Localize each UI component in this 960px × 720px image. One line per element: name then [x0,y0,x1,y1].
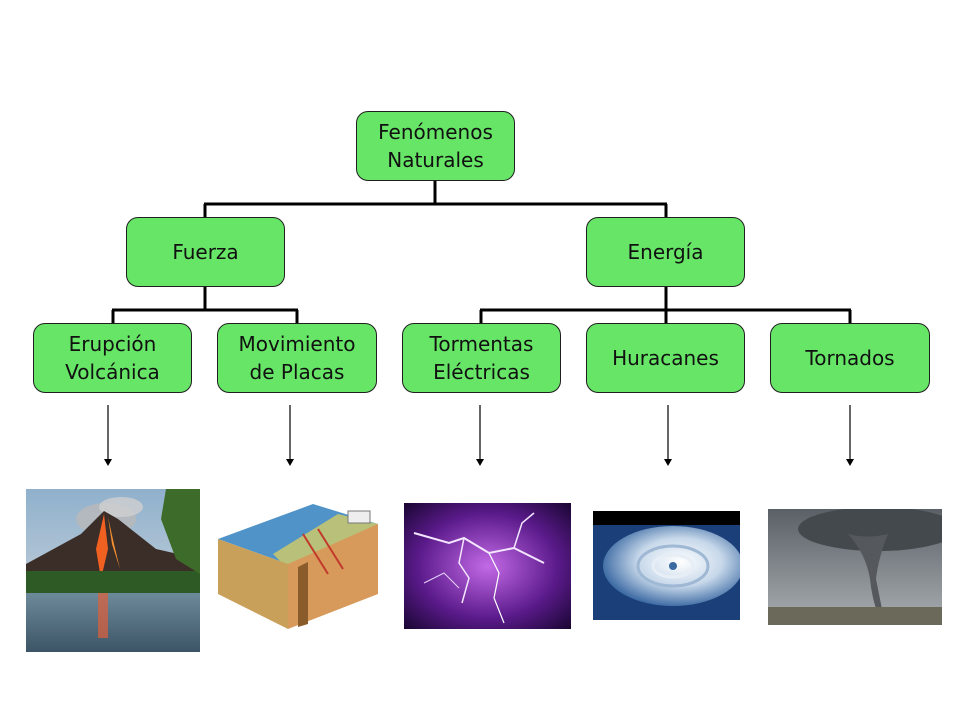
volcano-image [26,489,200,652]
node-label: Fuerza [172,240,239,264]
node-tormentas-electricas: Tormentas Eléctricas [402,323,561,393]
node-fenomenos-naturales: Fenómenos Naturales [356,111,515,181]
tectonic-plates-image [218,499,378,634]
node-fuerza: Fuerza [126,217,285,287]
node-label: Tormentas Eléctricas [429,332,534,384]
node-label: Energía [627,240,704,264]
node-movimiento-de-placas: Movimiento de Placas [217,323,377,393]
node-label: Huracanes [612,346,719,370]
tornado-image [768,509,942,625]
node-label: Erupción Volcánica [65,332,160,384]
node-label: Movimiento de Placas [238,332,356,384]
node-label: Tornados [805,346,895,370]
node-energia: Energía [586,217,745,287]
node-tornados: Tornados [770,323,930,393]
lightning-storm-image [404,503,571,629]
node-erupcion-volcanica: Erupción Volcánica [33,323,192,393]
hurricane-image [593,511,740,620]
node-label: Fenómenos Naturales [378,120,493,172]
node-huracanes: Huracanes [586,323,745,393]
